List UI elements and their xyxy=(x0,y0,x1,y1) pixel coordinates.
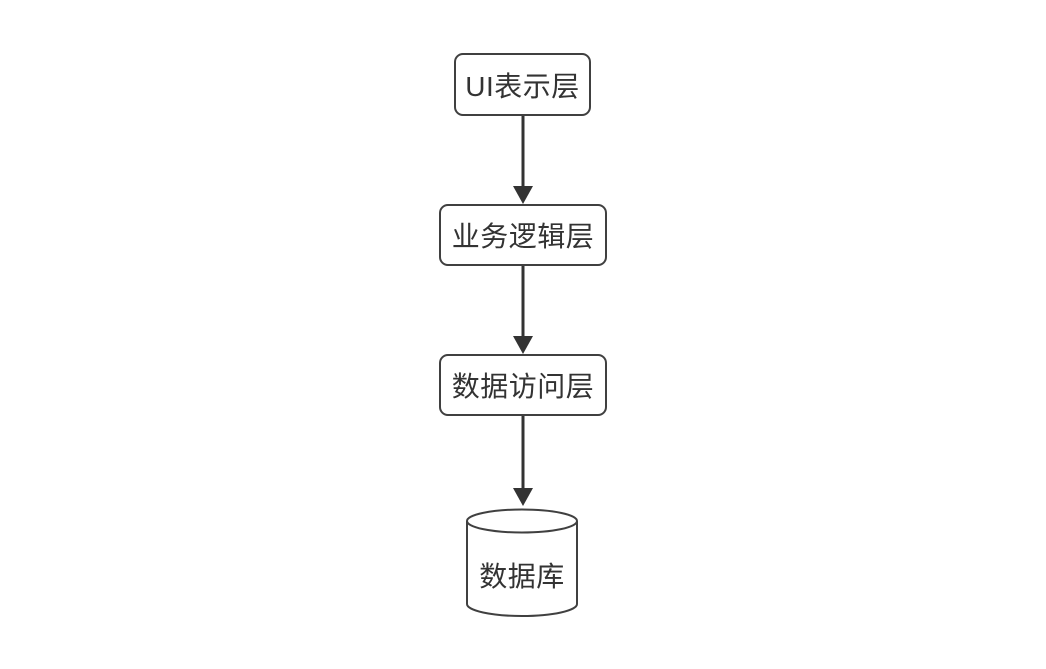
node-business-layer-label: 业务逻辑层 xyxy=(451,221,595,252)
node-data-access-layer: 数据访问层 xyxy=(439,354,607,416)
node-database: 数据库 xyxy=(465,508,579,618)
node-business-layer: 业务逻辑层 xyxy=(439,204,607,266)
database-cylinder-icon xyxy=(466,508,578,617)
arrow-dataaccess-to-database xyxy=(513,416,533,506)
arrow-business-to-dataaccess xyxy=(513,266,533,354)
node-database-label: 数据库 xyxy=(479,561,565,592)
node-ui-layer-label: UI表示层 xyxy=(465,70,580,102)
node-data-access-layer-label: 数据访问层 xyxy=(451,371,595,402)
arrow-ui-to-business xyxy=(513,116,533,204)
node-ui-layer: UI表示层 xyxy=(454,53,591,116)
